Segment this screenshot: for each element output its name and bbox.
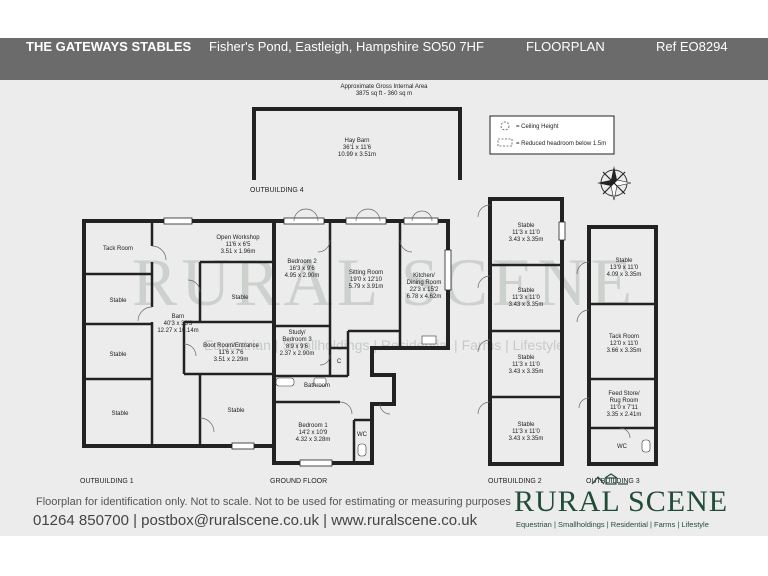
tack-room-3-size-ft: 12'0 x 11'0 (610, 341, 639, 347)
study-name-2: Bedroom 3 (282, 337, 312, 343)
feed-store-size-m: 3.35 x 2.41m (607, 412, 642, 418)
tack-room-3-size-m: 3.66 x 3.35m (607, 348, 642, 354)
stable-2d-size-m: 3.43 x 3.35m (509, 436, 544, 442)
label-ground-floor: GROUND FLOOR (270, 478, 327, 485)
bedroom2-size-ft: 16'3 x 9'6 (289, 266, 315, 272)
label-outbuilding-2: OUTBUILDING 2 (488, 478, 542, 485)
logo-name: RURAL SCENE (514, 485, 729, 518)
watermark: RURAL SCENE (132, 244, 636, 320)
legend-reduced-headroom: = Reduced headroom below 1.5m (516, 141, 606, 147)
bedroom1-name: Bedroom 1 (298, 423, 328, 429)
area-value: 3875 sq ft - 360 sq m (356, 91, 412, 97)
stable-3-size-ft: 13'9 x 11'0 (610, 265, 639, 271)
top-margin (0, 0, 768, 38)
logo-farmhouse-icon (591, 473, 628, 485)
stable-2a-size-m: 3.43 x 3.35m (509, 237, 544, 243)
stable-2d-size-ft: 11'3 x 11'0 (512, 429, 540, 435)
stable-3-size-m: 4.09 x 3.35m (607, 272, 642, 278)
stable-2c-size-m: 3.43 x 3.35m (509, 369, 544, 375)
bedroom1-size-ft: 14'2 x 10'9 (299, 430, 328, 436)
outbuilding-4 (252, 107, 462, 180)
property-address: Fisher's Pond, Eastleigh, Hampshire SO50… (209, 39, 484, 54)
outbuilding-2 (488, 197, 564, 466)
property-title: THE GATEWAYS STABLES (26, 39, 192, 54)
barn-name: Barn (172, 314, 185, 320)
contact-details: 01264 850700 | postbox@ruralscene.co.uk … (33, 512, 478, 529)
kitchen-size-m: 6.78 x 4.62m (407, 294, 442, 300)
stable-1d-name: Stable (111, 411, 129, 417)
label-outbuilding-4: OUTBUILDING 4 (250, 187, 304, 194)
open-workshop-size-m: 3.51 x 1.96m (221, 249, 256, 255)
wc-ground-label: WC (357, 432, 368, 438)
bottom-margin (0, 536, 768, 576)
reference-number: Ref EO8294 (656, 39, 728, 54)
study-size-m: 2.37 x 2.90m (280, 351, 315, 357)
sitting-room-size-ft: 19'0 x 12'10 (350, 277, 383, 283)
open-workshop-size-ft: 11'6 x 6'5 (226, 242, 252, 248)
legend-ceiling-height: = Ceiling Height (516, 124, 559, 130)
watermark-tagline: Equestrian | Smallholdings | Residential… (204, 337, 564, 353)
legend: = Ceiling Height = Reduced headroom belo… (489, 115, 615, 155)
stable-1a-name: Stable (109, 298, 127, 304)
bedroom1-size-m: 4.32 x 3.28m (296, 437, 331, 443)
sitting-room-name: Sitting Room (349, 270, 383, 276)
boot-room-name: Boot Room/Entrance (203, 343, 259, 349)
study-size-ft: 8'9 x 9'6 (286, 344, 309, 350)
hay-barn-size-m: 10.99 x 3.51m (338, 152, 376, 158)
stable-2b-size-ft: 11'3 x 11'0 (512, 295, 540, 301)
stable-3-name: Stable (615, 258, 633, 264)
ground-floor (272, 219, 450, 465)
stable-1c-name: Stable (109, 352, 127, 358)
document-type: FLOORPLAN (526, 39, 605, 54)
barn-size-m: 12.27 x 10.14m (157, 328, 198, 334)
boot-room-size-m: 3.51 x 2.29m (214, 357, 249, 363)
sitting-room-size-m: 5.79 x 3.91m (349, 284, 384, 290)
logo-tagline: Equestrian | Smallholdings | Residential… (516, 520, 709, 529)
open-workshop-name: Open Workshop (216, 235, 260, 241)
feed-store-name-2: Rug Room (610, 398, 639, 404)
stable-2b-size-m: 3.43 x 3.35m (509, 302, 544, 308)
kitchen-size-ft: 22'3 x 15'2 (410, 287, 439, 293)
bedroom2-size-m: 4.95 x 2.90m (285, 273, 320, 279)
stable-2d-name: Stable (517, 422, 535, 428)
wc-3-label: WC (617, 444, 628, 450)
feed-store-size-ft: 11'0 x 7'11 (610, 405, 638, 411)
floorplan-area (0, 80, 768, 536)
bedroom2-name: Bedroom 2 (287, 259, 317, 265)
stable-1e-name: Stable (227, 408, 245, 414)
label-outbuilding-3: OUTBUILDING 3 (586, 478, 640, 485)
cupboard-label: C (337, 359, 342, 365)
stable-2a-name: Stable (517, 223, 535, 229)
stable-1b-name: Stable (231, 295, 249, 301)
hay-barn-size-ft: 36'1 x 11'6 (343, 145, 372, 151)
study-name: Study/ (288, 330, 305, 336)
stable-2a-size-ft: 11'3 x 11'0 (512, 230, 540, 236)
tack-room-3-name: Tack Room (609, 334, 639, 340)
header-bar: THE GATEWAYS STABLES Fisher's Pond, East… (0, 38, 768, 80)
hay-barn-name: Hay Barn (344, 138, 369, 144)
disclaimer: Floorplan for identification only. Not t… (36, 496, 511, 508)
kitchen-name-2: Dining Room (407, 280, 442, 286)
feed-store-name: Feed Store/ (608, 391, 640, 397)
rural-scene-logo: RURAL SCENE Equestrian | Smallholdings |… (514, 473, 734, 531)
label-outbuilding-1: OUTBUILDING 1 (80, 478, 134, 485)
bathroom-fixtures (275, 335, 437, 457)
area-label: Approximate Gross Internal Area (340, 84, 428, 90)
stable-2c-size-ft: 11'3 x 11'0 (512, 362, 540, 368)
kitchen-name: Kitchen/ (413, 273, 435, 279)
outbuilding-3 (587, 225, 658, 466)
bathroom-name: Bathroom (304, 383, 330, 389)
stable-2b-name: Stable (517, 288, 535, 294)
tack-room-1-name: Tack Room (103, 246, 133, 252)
barn-size-ft: 40'3 x 33'3 (164, 321, 193, 327)
boot-room-size-ft: 11'6 x 7'6 (219, 350, 245, 356)
stable-2c-name: Stable (517, 355, 535, 361)
compass-icon (597, 166, 632, 201)
